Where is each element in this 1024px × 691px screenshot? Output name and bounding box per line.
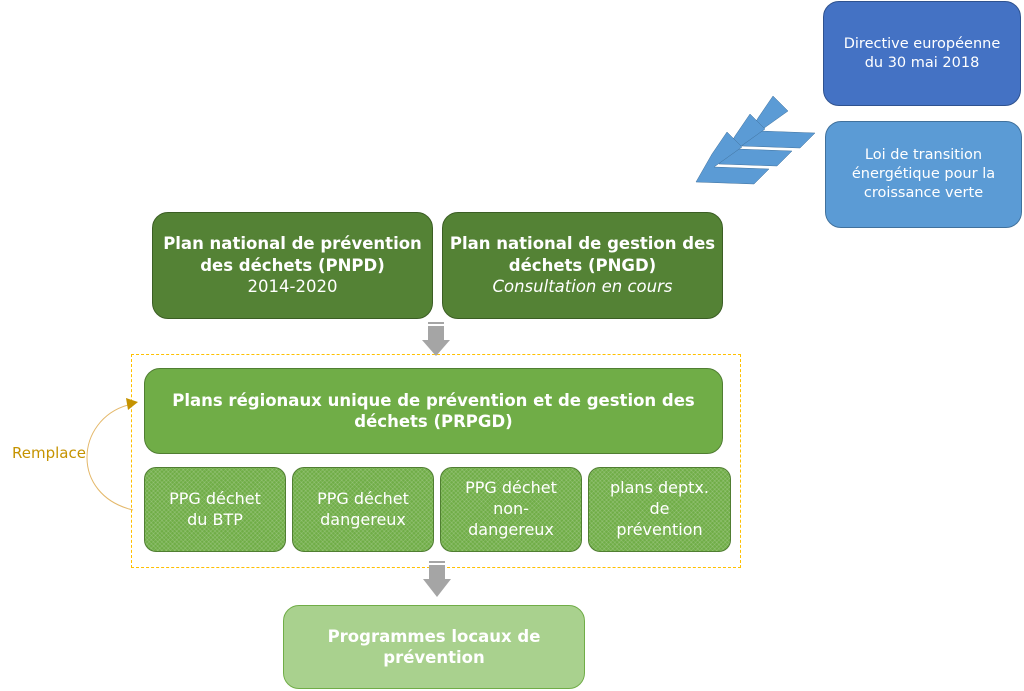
programmes-locaux-line2: prévention [383, 648, 485, 667]
ppg-btp-box: PPG déchet du BTP [144, 467, 286, 552]
plans-deptx-box: plans deptx. de prévention [588, 467, 731, 552]
remplace-label: Remplace [12, 444, 86, 462]
chevron-arrows-icon [695, 95, 816, 185]
prpgd-line1: Plans régionaux unique de prévention et … [172, 390, 695, 410]
ppg-btp-line2: du BTP [187, 509, 243, 529]
down-arrow-1-icon [422, 322, 450, 356]
pnpd-title-line2: des déchets (PNPD) [200, 255, 385, 275]
pngd-title-line1: Plan national de gestion des [449, 234, 716, 254]
pngd-subtitle: Consultation en cours [492, 277, 673, 297]
directive-line2: du 30 mai 2018 [864, 54, 980, 71]
programmes-locaux-line1: Programmes locaux de [327, 626, 541, 646]
loi-transition-box: Loi de transition énergétique pour la cr… [825, 121, 1022, 228]
loi-line3: croissance verte [863, 184, 984, 201]
ppg-non-dangereux-box: PPG déchet non- dangereux [440, 467, 582, 552]
programmes-locaux-box: Programmes locaux de prévention [283, 605, 585, 689]
directive-europeenne-box: Directive européenne du 30 mai 2018 [823, 1, 1021, 106]
ppg-btp-line1: PPG déchet [169, 488, 261, 508]
ppg-non-dangereux-line2: non- [493, 499, 529, 519]
prpgd-box: Plans régionaux unique de prévention et … [144, 368, 723, 454]
loi-line2: énergétique pour la [851, 166, 996, 183]
plans-deptx-line2: de [649, 499, 670, 519]
plans-deptx-line1: plans deptx. [610, 478, 709, 498]
chevron-3 [695, 131, 770, 185]
pngd-box: Plan national de gestion des déchets (PN… [442, 212, 723, 319]
pnpd-box: Plan national de prévention des déchets … [152, 212, 433, 319]
prpgd-line2: déchets (PRPGD) [354, 412, 513, 431]
ppg-non-dangereux-line1: PPG déchet [465, 478, 557, 498]
ppg-dangereux-box: PPG déchet dangereux [292, 467, 434, 552]
pnpd-subtitle: 2014-2020 [247, 277, 338, 297]
pnpd-title-line1: Plan national de prévention [163, 234, 422, 254]
ppg-dangereux-line1: PPG déchet [317, 488, 409, 508]
down-arrow-2-icon [423, 561, 451, 597]
pngd-title-line2: déchets (PNGD) [508, 255, 657, 275]
remplace-curved-arrow-icon [86, 398, 138, 511]
ppg-non-dangereux-line3: dangereux [468, 519, 554, 539]
ppg-dangereux-line2: dangereux [320, 509, 406, 529]
directive-line1: Directive européenne [843, 35, 1001, 52]
loi-line1: Loi de transition [864, 147, 983, 164]
plans-deptx-line3: prévention [616, 519, 703, 539]
